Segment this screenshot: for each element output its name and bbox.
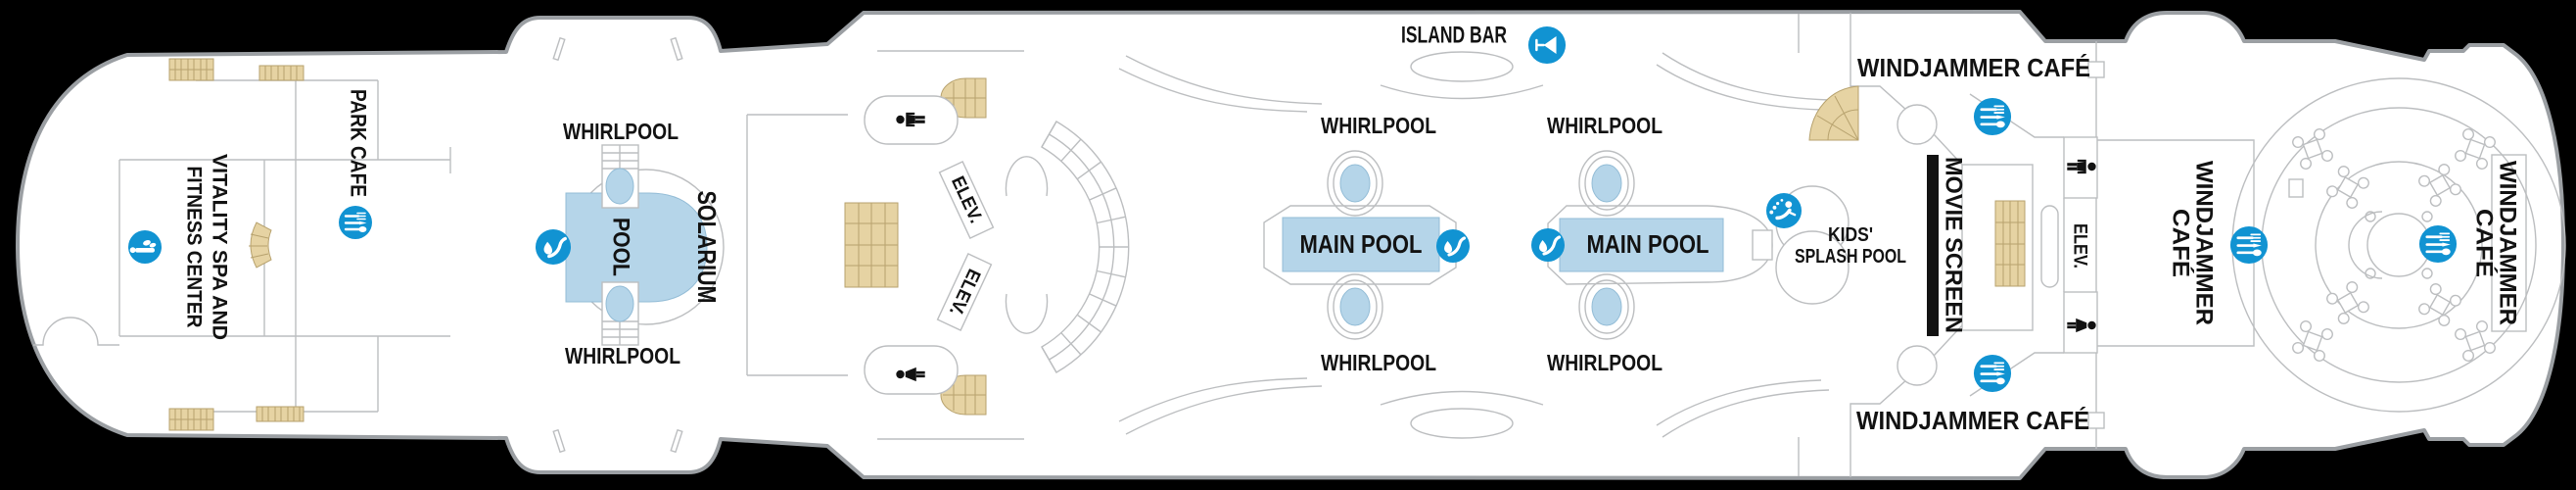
label-kids-splash-line2: SPLASH POOL [1795,246,1906,268]
label-solarium: SOLARIUM [692,191,722,304]
island-bar-counter-bottom [1410,408,1514,439]
label-movie-screen: MOVIE SCREEN [1941,157,1967,333]
swim-icon [534,227,573,267]
dining-icon [1972,353,2013,394]
kids-splash-pool-outline-bottom [1775,230,1850,305]
label-vitality-spa-line2: FITNESS CENTER [183,167,206,328]
label-whirlpool-solarium-bottom: WHIRLPOOL [565,343,680,368]
stern-door [2288,178,2304,198]
label-main-pool-right: MAIN POOL [1587,229,1710,259]
label-park-cafe: PARK CAFE [347,89,371,197]
kids-pool-connector [1752,229,1773,261]
spa-massage-icon [128,230,162,264]
label-windjammer-stern-line1: WINDJAMMER [2495,161,2521,325]
label-windjammer-room-line1: WINDJAMMER [2191,161,2218,325]
label-windjammer-bottom: WINDJAMMER CAFÉ [1856,406,2089,435]
label-windjammer-stern-line2: CAFÉ [2471,209,2499,277]
dining-icon [2228,224,2270,266]
solarium-whirlpool-top [605,168,634,205]
dining-icon [337,204,374,241]
service-circle-bottom [1897,345,1938,386]
label-windjammer-room-line2: CAFÉ [2168,209,2195,277]
swim-icon [1529,226,1567,264]
label-main-pool-left: MAIN POOL [1300,229,1423,259]
elevator-pill [2040,205,2059,288]
solarium-pool-water [565,192,708,303]
main-pool-deck-left [1263,205,1457,285]
solarium-whirlpool-bottom [605,285,634,322]
elevator-bank-forward [936,161,995,331]
movie-screen-bar [1927,155,1939,336]
curved-stairway [1005,121,1130,373]
movie-screen-stairs-treads [1995,201,2025,286]
label-whirlpool-solarium-top: WHIRLPOOL [563,119,679,144]
dining-icon [2417,223,2459,265]
interior-walls [33,13,2255,477]
label-whirlpool-main-tl: WHIRLPOOL [1321,113,1436,138]
label-island-bar: ISLAND BAR [1401,23,1507,49]
island-bar-counter-top [1410,51,1514,82]
main-pool-right-water [1559,218,1724,272]
solarium-steps-top [602,145,638,170]
martini-icon [1526,24,1568,66]
solarium-steps-bottom [602,320,638,345]
service-circle-top [1897,104,1938,145]
swim-icon [1434,227,1472,265]
label-door-bottom [2087,412,2105,429]
label-door-top [2087,61,2105,78]
main-pool-left-water [1282,217,1440,272]
solarium-wind-ticks [552,36,683,454]
whirlpool-tubs [1327,150,1635,340]
label-kids-splash-line1: KIDS' [1828,224,1873,246]
deck-arcs [1118,52,1830,438]
label-pool: POOL [608,218,634,276]
dining-icon [1972,96,2013,137]
label-elev-aft: ELEV. [2070,223,2090,269]
kids-splash-icon [1764,191,1803,230]
label-whirlpool-main-bl: WHIRLPOOL [1321,350,1436,375]
label-windjammer-top: WINDJAMMER CAFÉ [1857,53,2090,82]
label-whirlpool-main-br: WHIRLPOOL [1547,350,1663,375]
label-whirlpool-main-tr: WHIRLPOOL [1547,113,1663,138]
label-vitality-spa-line1: VITALITY SPA AND [209,154,231,340]
